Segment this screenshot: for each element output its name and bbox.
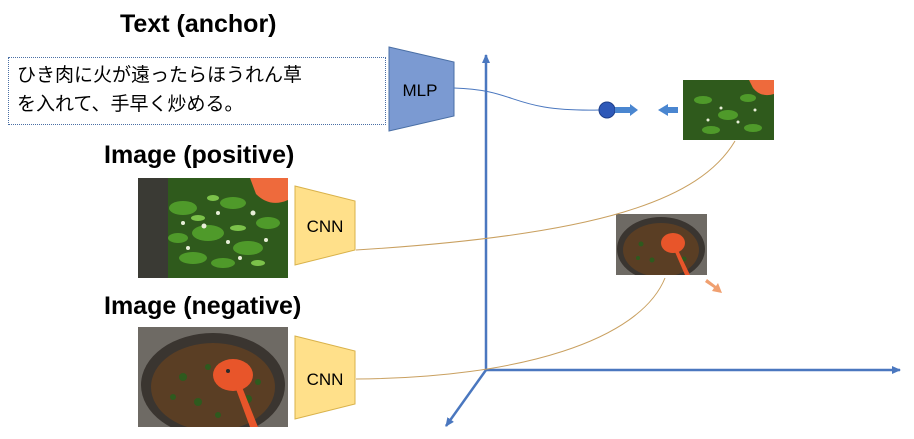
positive-connector — [355, 140, 736, 251]
positive-pull-arrow — [658, 104, 678, 116]
anchor-text-box: ひき肉に火が遠ったらほうれん草 を入れて、手早く炒める。 — [8, 57, 386, 125]
anchor-embedding-point — [598, 101, 616, 119]
positive-cnn-encoder: CNN — [294, 185, 356, 266]
negative-image — [138, 327, 288, 427]
positive-heading: Image (positive) — [104, 141, 295, 169]
anchor-text-line-2: を入れて、手早く炒める。 — [17, 93, 244, 115]
embedded-positive-image — [683, 80, 774, 140]
negative-cnn-encoder: CNN — [294, 335, 356, 420]
negative-connector — [355, 277, 666, 380]
positive-cnn-label: CNN — [307, 217, 344, 236]
embedded-negative-image — [616, 214, 707, 275]
embedding-axes — [444, 54, 901, 427]
z-axis — [444, 369, 488, 427]
mlp-encoder: MLP — [388, 46, 455, 132]
negative-push-arrow — [705, 279, 722, 293]
anchor-connector — [453, 87, 601, 111]
negative-cnn-label: CNN — [307, 370, 344, 389]
anchor-heading: Text (anchor) — [120, 10, 277, 38]
anchor-pull-arrow — [615, 104, 638, 116]
negative-heading: Image (negative) — [104, 292, 302, 320]
anchor-text-line-1: ひき肉に火が遠ったらほうれん草 — [17, 64, 303, 86]
positive-image — [138, 178, 288, 278]
mlp-label: MLP — [403, 81, 438, 100]
